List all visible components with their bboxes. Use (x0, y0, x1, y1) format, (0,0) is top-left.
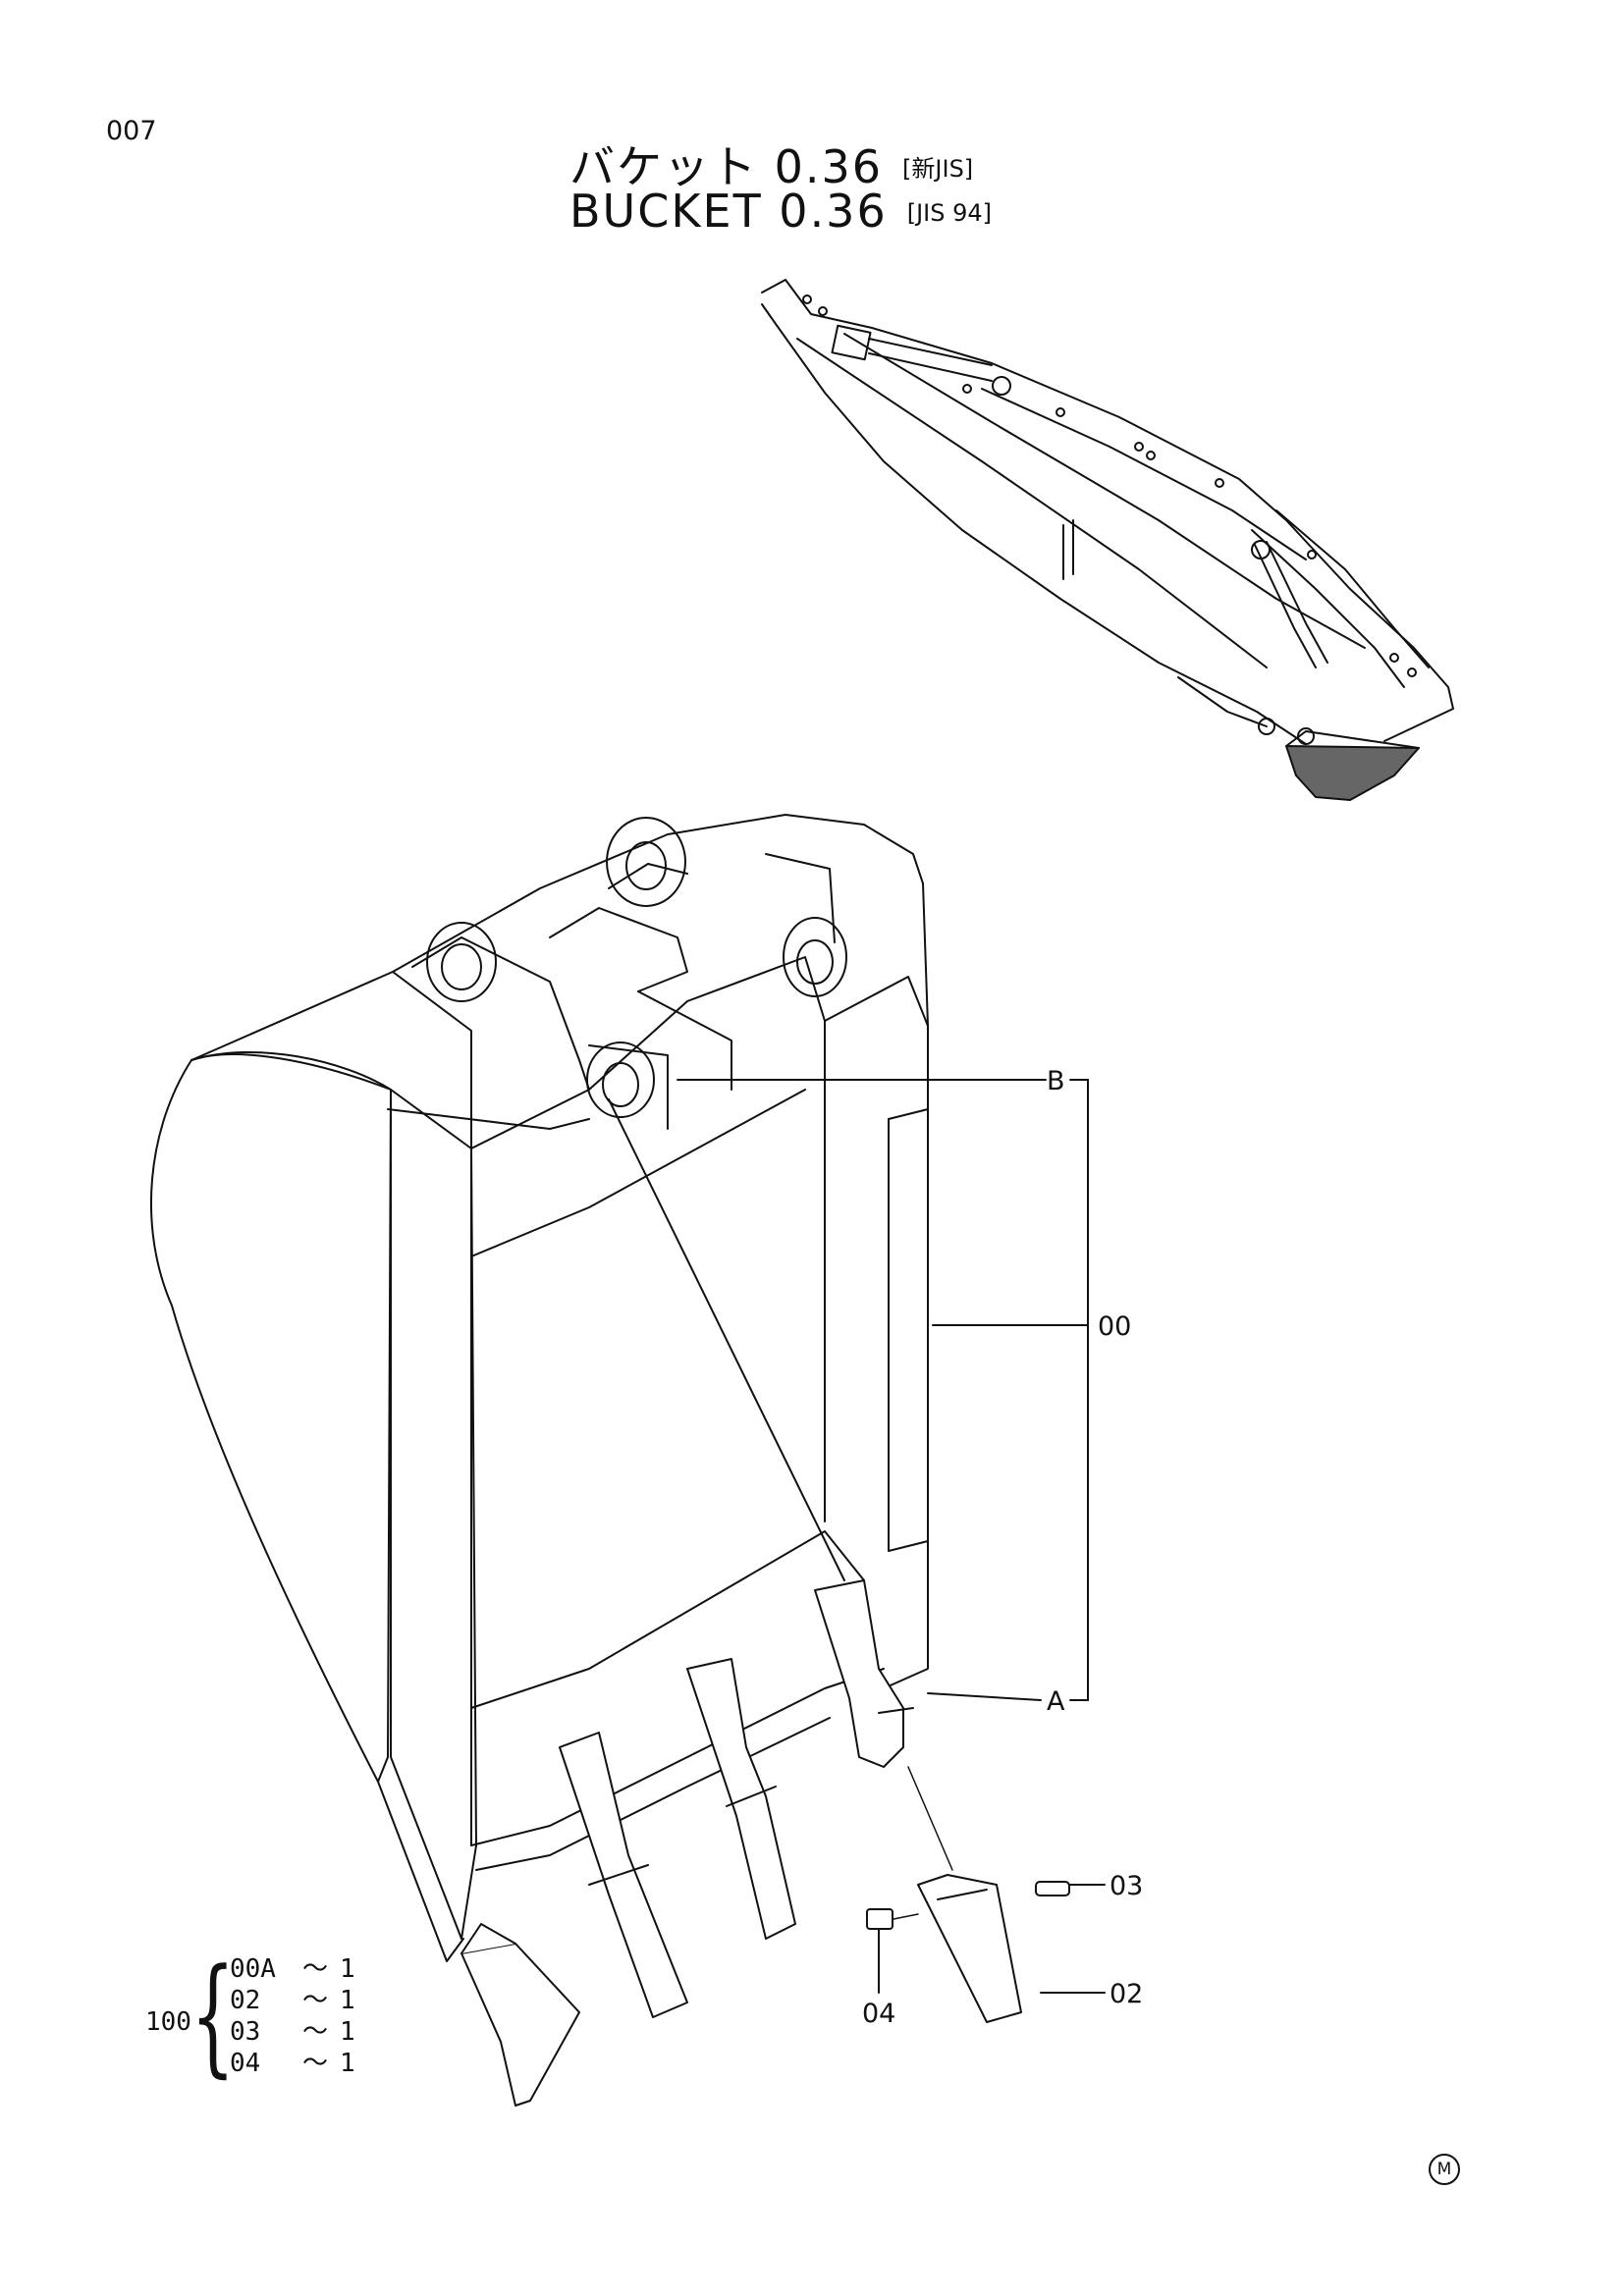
m-mark: M (1429, 2154, 1460, 2185)
kit-brace: { (190, 1941, 236, 2090)
kit-item: 02～1 (230, 1986, 355, 2015)
title-jp-spec: [新JIS] (902, 155, 974, 183)
kit-number: 100 (145, 2007, 191, 2037)
callout-00: 00 (1098, 1311, 1131, 1342)
kit-item: 00A～1 (230, 1954, 355, 1984)
bucket-teeth (460, 1579, 914, 2107)
callout-03: 03 (1110, 1871, 1143, 1901)
callout-b: B (1047, 1066, 1065, 1096)
leader-lines (677, 1079, 1106, 1994)
kit-item: 03～1 (230, 2017, 355, 2047)
title-en-spec: [JIS 94] (906, 199, 993, 227)
title-jp-main: バケット 0.36 (569, 140, 884, 193)
title-en-main: BUCKET 0.36 (569, 185, 888, 238)
page-number: 007 (106, 116, 157, 146)
callout-02: 02 (1110, 1979, 1143, 2009)
title-english: BUCKET 0.36 [JIS 94] (569, 185, 992, 238)
kit-item: 04～1 (230, 2049, 355, 2078)
callout-a: A (1047, 1686, 1065, 1717)
kit-items: 00A～1 02～1 03～1 04～1 (230, 1953, 355, 2079)
title-japanese: バケット 0.36 [新JIS] (569, 132, 973, 196)
callout-04: 04 (862, 1999, 895, 2029)
exploded-parts (866, 1766, 1070, 2023)
boom-arm-inset (761, 279, 1454, 801)
bucket-assembly (149, 814, 929, 1962)
